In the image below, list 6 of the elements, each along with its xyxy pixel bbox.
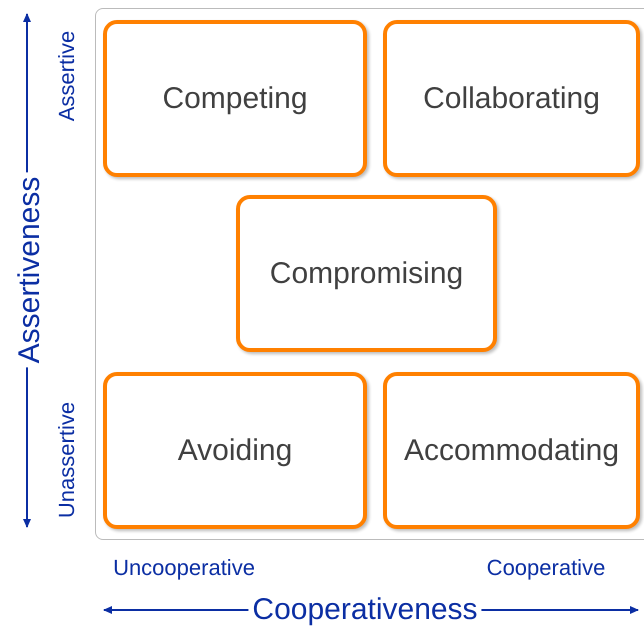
style-box: Accommodating <box>383 372 640 529</box>
style-box: Competing <box>103 20 367 177</box>
style-box: Collaborating <box>383 20 640 177</box>
style-box: Avoiding <box>103 372 367 529</box>
axis-title: Cooperativeness <box>248 595 482 625</box>
style-box: Compromising <box>236 195 497 352</box>
